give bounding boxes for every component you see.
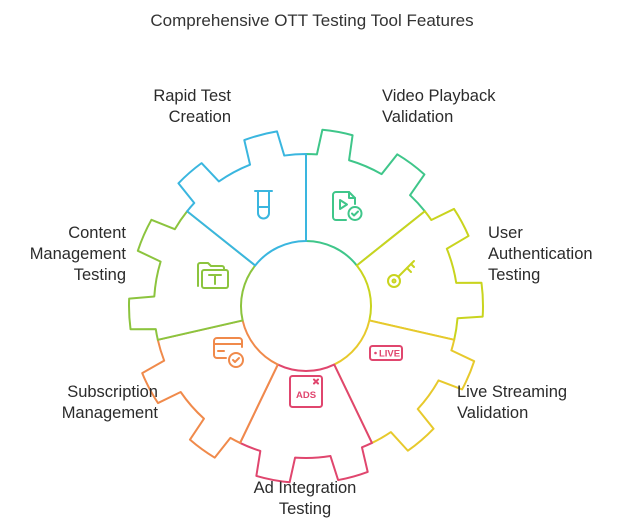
label-line: Subscription	[67, 383, 158, 401]
label-line: Testing	[278, 500, 332, 518]
label-rapid-test-creation: Rapid Test Creation	[110, 86, 231, 128]
ads-window-text: ADS	[296, 390, 316, 401]
label-line: Management	[29, 245, 126, 263]
live-badge-icon	[369, 345, 403, 361]
label-live-streaming-validation: Live Streaming Validation	[457, 382, 597, 424]
label-line: Management	[61, 404, 158, 422]
gear-sector-rapid-test-creation	[177, 130, 307, 267]
label-line: Live Streaming	[457, 383, 568, 401]
label-content-management-testing: Content Management Testing	[20, 223, 126, 286]
gear-sector-user-authentication-testing	[355, 207, 484, 341]
label-ad-integration-testing: Ad Integration Testing	[225, 478, 385, 520]
label-line: Creation	[168, 108, 231, 126]
label-line: Testing	[488, 266, 541, 284]
label-video-playback-validation: Video Playback Validation	[382, 86, 522, 128]
gear-sector-subscription-management	[141, 319, 279, 459]
live-badge-text: LIVE	[379, 349, 400, 360]
gear-sector-ad-integration-testing	[239, 363, 373, 484]
credit-card-check-icon	[213, 337, 244, 368]
key-icon	[387, 260, 415, 288]
ads-window-icon	[289, 375, 323, 408]
label-line: Ad Integration	[253, 479, 357, 497]
diagram-title: Comprehensive OTT Testing Tool Features	[150, 11, 474, 30]
label-line: Video Playback	[382, 87, 496, 105]
label-line: User	[488, 224, 523, 242]
label-subscription-management: Subscription Management	[20, 382, 158, 424]
label-line: Content	[68, 224, 126, 242]
gear-sector-video-playback-validation	[305, 128, 426, 267]
label-line: Rapid Test	[153, 87, 231, 105]
label-user-authentication-testing: User Authentication Testing	[488, 223, 616, 286]
label-line: Authentication	[488, 245, 593, 263]
folder-text-icon	[197, 262, 229, 289]
video-file-check-icon	[332, 191, 363, 221]
label-line: Testing	[73, 266, 126, 284]
test-tube-icon	[254, 190, 273, 220]
label-line: Validation	[457, 404, 529, 422]
gear-sector-content-management-testing	[128, 210, 257, 341]
label-line: Validation	[382, 108, 454, 126]
